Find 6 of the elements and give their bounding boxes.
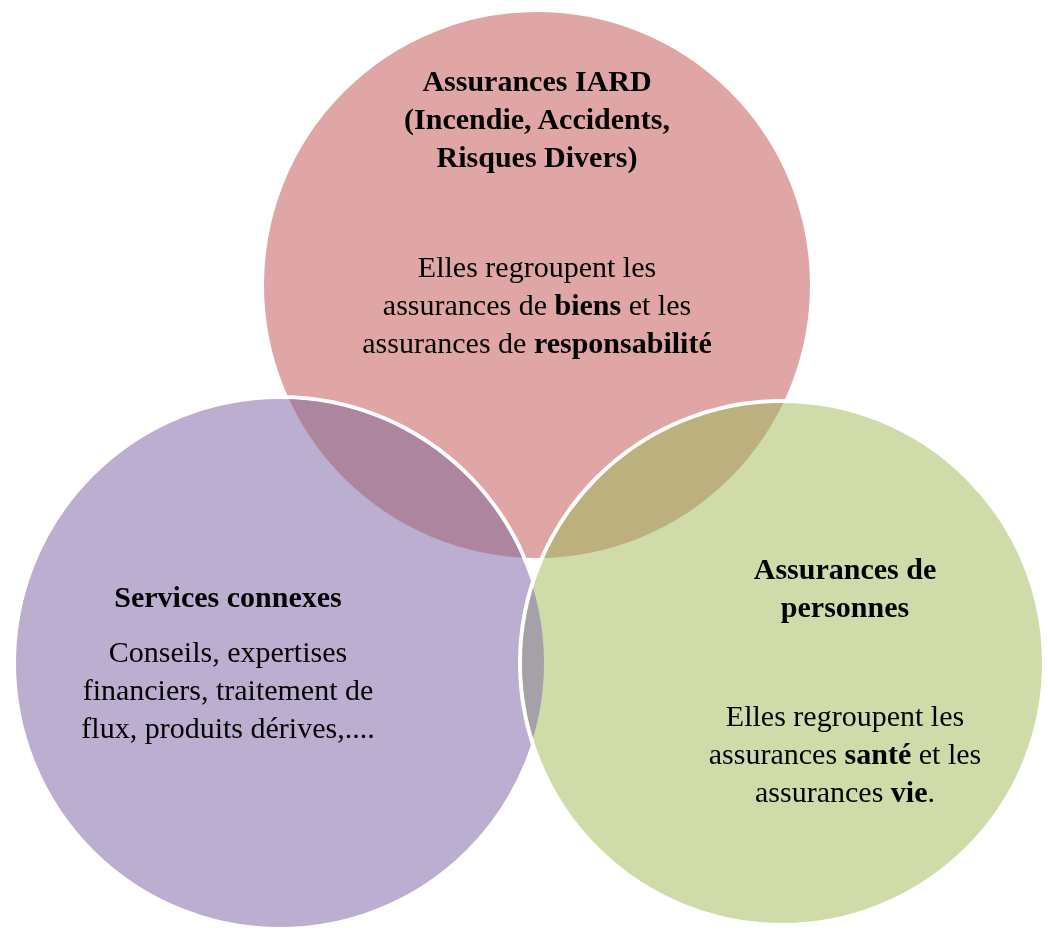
circle-heading: Assurances de personnes bbox=[752, 551, 938, 625]
circle-description: Conseils, expertises financiers, traitement de flux, produits dérives,.... bbox=[80, 634, 376, 746]
circle-description: Elles regroupent les assurances de biens et les assurances de responsabilité bbox=[361, 249, 713, 361]
circle-heading: Assurances IARD (Incendie, Accidents, Risques Divers) bbox=[403, 63, 671, 175]
circle-heading: Services connexes bbox=[113, 579, 343, 615]
circle-description: Elles regroupent les assurances santé et les assurances vie. bbox=[707, 698, 983, 810]
